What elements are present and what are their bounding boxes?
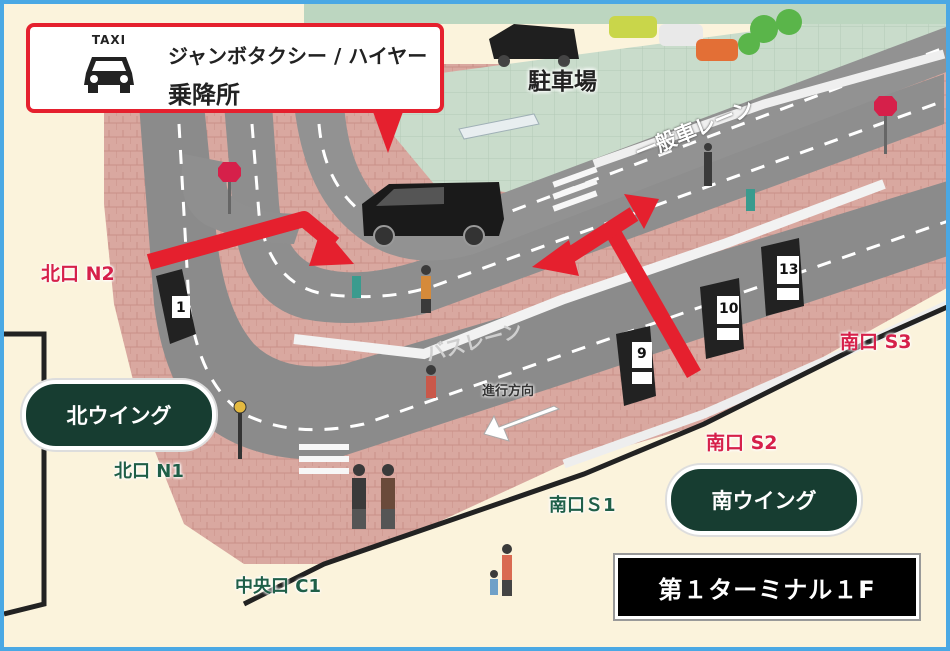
street-lamp	[233, 400, 247, 459]
bus-lane-road	[224, 74, 944, 323]
black-van	[362, 182, 504, 247]
exit-north-n1: 北口 N1	[114, 461, 184, 482]
crosswalk-2	[552, 166, 598, 212]
callout-service-name: ジャンボタクシー / ハイヤー	[168, 44, 428, 68]
parked-car-yellow	[609, 16, 657, 38]
exit-central-c1: 中央口 C1	[235, 576, 322, 597]
north-wing-badge: 北ウイング	[22, 380, 216, 450]
terminal-wall-south	[242, 304, 946, 607]
parked-van	[489, 24, 579, 67]
taxi-car-glyph	[84, 57, 134, 93]
bus-stop-number-1: 1	[176, 300, 186, 316]
crosswalk-1	[299, 444, 349, 474]
marker-1	[352, 276, 361, 298]
parking-label: 駐車場	[528, 69, 597, 95]
marker-2	[746, 189, 755, 211]
terminal-title: 第１ターミナル１F	[615, 555, 919, 619]
taxi-hire-callout: TAXI ジャンボタクシー / ハイヤー 乗降所	[26, 23, 444, 113]
parked-car-orange	[696, 39, 738, 61]
lane-marking-1	[177, 123, 946, 432]
stop-sign-left	[218, 162, 241, 214]
travel-direction-label: 進行方向	[482, 384, 535, 399]
fence-upper	[592, 49, 946, 169]
red-arrow-t	[532, 194, 701, 378]
callout-pointer	[372, 109, 404, 153]
exit-south-s3: 南口 S3	[840, 331, 912, 353]
taxi-word: TAXI	[91, 33, 127, 47]
parked-car-white	[659, 24, 703, 46]
parking-plaza	[384, 5, 946, 194]
red-arrow-north	[146, 211, 354, 270]
lane-marking-2	[250, 98, 946, 299]
terminal-map-graphic	[4, 4, 946, 647]
travel-direction-arrow	[483, 405, 561, 442]
stop-sign-right	[874, 96, 897, 154]
bus-stop-pillar-13	[761, 238, 804, 316]
pedestrians	[352, 143, 712, 596]
bus-stop-number-13: 13	[779, 262, 799, 278]
terminal-wall-left	[4, 331, 47, 617]
callout-location: 乗降所	[168, 81, 240, 109]
taxi-car-icon: TAXI	[74, 33, 144, 103]
inner-road	[294, 27, 946, 261]
outer-road	[139, 104, 946, 460]
exit-south-s2: 南口 S2	[706, 432, 778, 454]
fence-lower	[293, 179, 886, 360]
south-wing-badge: 南ウイング	[667, 465, 861, 535]
bus-stop-pillar-10	[700, 278, 744, 359]
bus-stop-number-10: 10	[719, 301, 739, 317]
bus-stop-pillar-1	[156, 269, 196, 344]
bus-stop-number-9: 9	[637, 346, 647, 362]
exit-north-n2: 北口 N2	[41, 263, 115, 285]
trees	[738, 9, 802, 55]
bus-stop-pillar-9	[616, 326, 656, 406]
bus-shelter	[458, 113, 540, 140]
exit-south-s1: 南口Ｓ1	[549, 495, 616, 516]
